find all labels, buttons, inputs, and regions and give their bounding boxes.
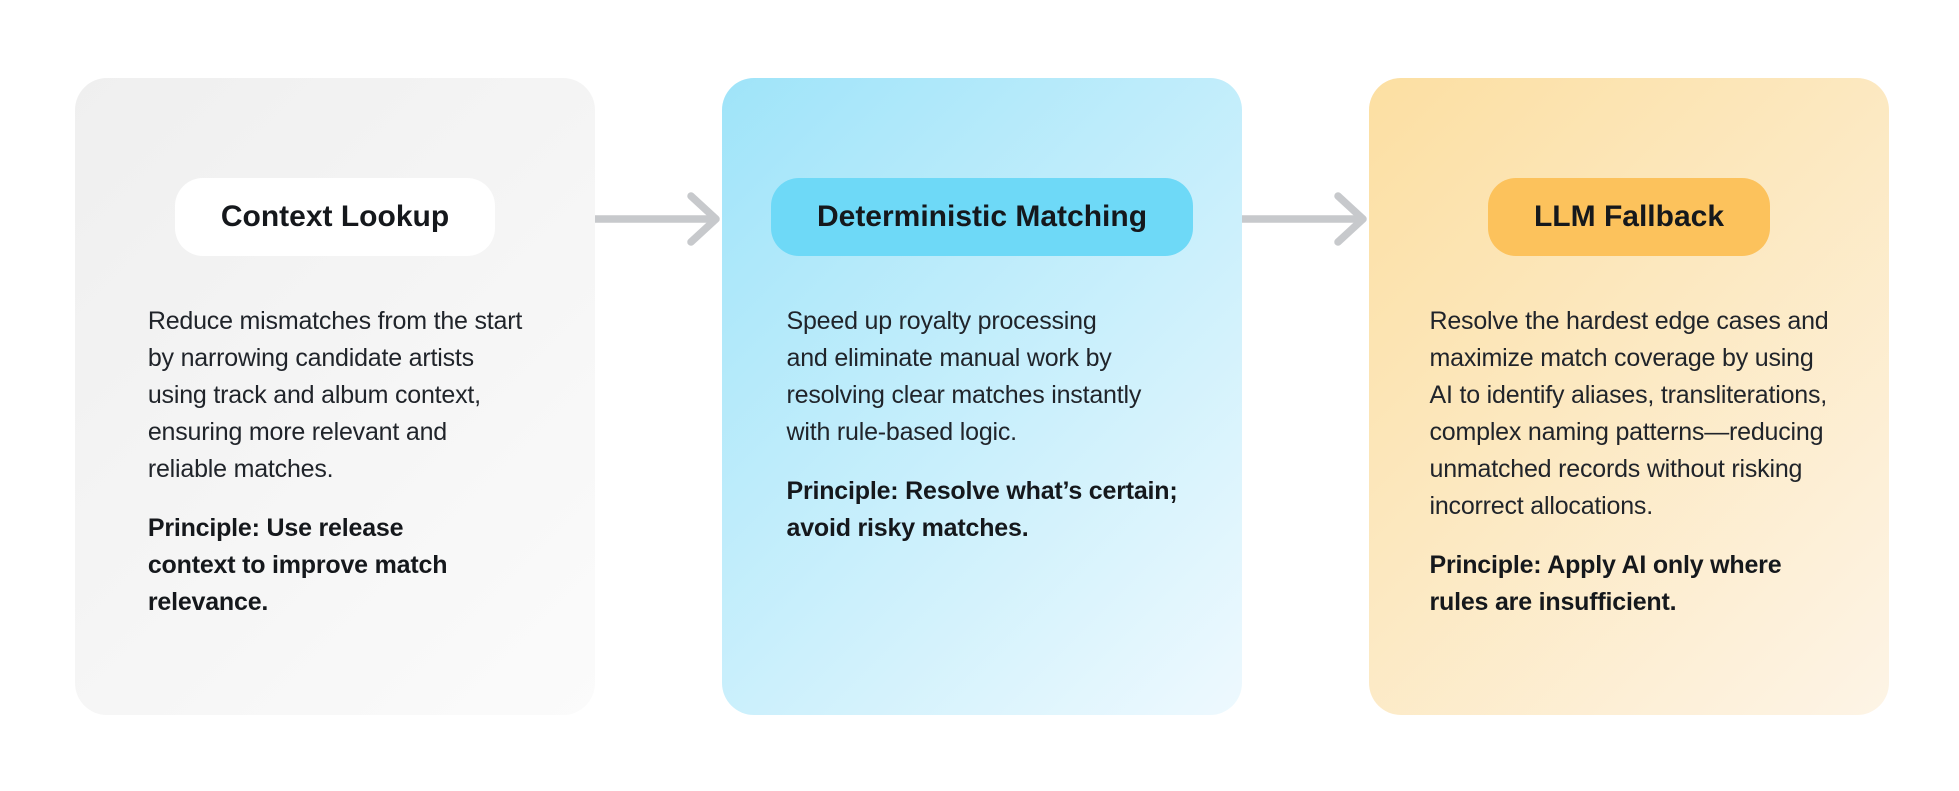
step-principle: Principle: Resolve what’s certain; avoid… (786, 477, 1178, 542)
step-text-block: Reduce mismatches from the start by narr… (148, 303, 522, 621)
flow-arrow-1 (595, 78, 722, 251)
step-card-deterministic-matching: Deterministic Matching Speed up royalty … (722, 78, 1242, 715)
step-card-context-lookup: Context Lookup Reduce mismatches from th… (75, 78, 595, 715)
steps-row: Context Lookup Reduce mismatches from th… (75, 78, 1889, 715)
step-title-badge: Deterministic Matching (770, 178, 1194, 256)
step-text-block: Speed up royalty processing and eliminat… (786, 303, 1177, 547)
step-description: Reduce mismatches from the start by narr… (147, 307, 523, 483)
flow-arrow-2 (1242, 78, 1369, 251)
step-card-llm-fallback: LLM Fallback Resolve the hardest edge ca… (1369, 78, 1889, 715)
step-title-badge: Context Lookup (174, 178, 496, 256)
right-arrow-icon (595, 192, 720, 246)
right-arrow-icon (1242, 192, 1367, 246)
step-text-block: Resolve the hardest edge cases and maxim… (1429, 303, 1828, 621)
step-description: Resolve the hardest edge cases and maxim… (1429, 307, 1829, 520)
step-principle: Principle: Use release context to improv… (147, 514, 448, 616)
step-description: Speed up royalty processing and eliminat… (786, 307, 1142, 446)
step-principle: Principle: Apply AI only where rules are… (1429, 551, 1782, 616)
step-title-badge: LLM Fallback (1487, 178, 1771, 256)
